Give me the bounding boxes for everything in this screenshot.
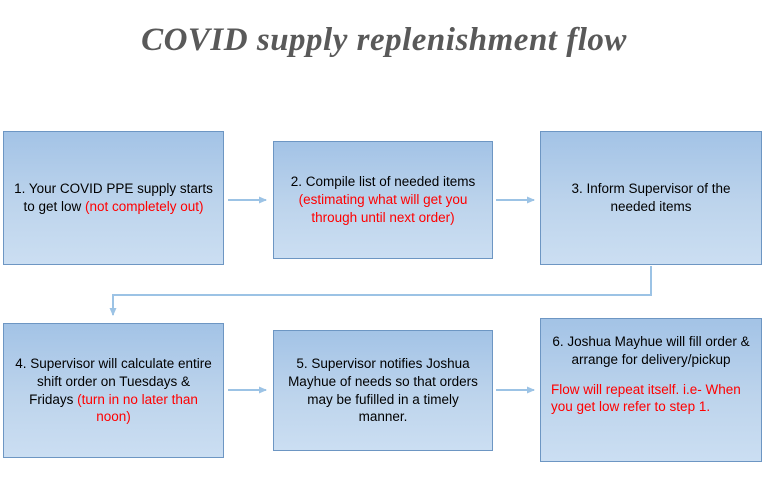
step-6-black-text: 6. Joshua Mayhue will fill order & arran…: [552, 334, 750, 367]
flow-step-4-text: 4. Supervisor will calculate entire shif…: [14, 355, 213, 426]
flow-step-3-text: 3. Inform Supervisor of the needed items: [551, 180, 751, 216]
step-6-red-note: Flow will repeat itself. i.e- When you g…: [551, 381, 741, 415]
connector-step3-step4-elbow-arrow: [109, 266, 652, 316]
flow-step-4-box: 4. Supervisor will calculate entire shif…: [3, 323, 224, 458]
flow-step-5-text: 5. Supervisor notifies Joshua Mayhue of …: [284, 355, 482, 426]
flow-step-5-box: 5. Supervisor notifies Joshua Mayhue of …: [273, 330, 493, 451]
flow-step-1-text: 1. Your COVID PPE supply starts to get l…: [14, 180, 213, 216]
step-2-black-text: 2. Compile list of needed items: [290, 174, 476, 190]
flow-step-2-text: 2. Compile list of needed items (estimat…: [284, 173, 482, 226]
step-4-red-text: (turn in no later than noon): [77, 391, 198, 425]
step-5-black-text: 5. Supervisor notifies Joshua Mayhue of …: [288, 355, 478, 425]
flow-step-6-box: 6. Joshua Mayhue will fill order & arran…: [540, 318, 762, 462]
page-title: COVID supply replenishment flow: [141, 22, 627, 58]
step-3-black-text: 3. Inform Supervisor of the needed items: [571, 181, 731, 214]
step-1-red-text: (not completely out): [84, 199, 204, 214]
flow-step-3-box: 3. Inform Supervisor of the needed items: [540, 131, 762, 265]
flow-step-1-box: 1. Your COVID PPE supply starts to get l…: [3, 131, 224, 265]
step-4-black-text: 4. Supervisor will calculate entire shif…: [15, 355, 212, 407]
flow-step-2-box: 2. Compile list of needed items (estimat…: [273, 141, 493, 259]
step-1-black-text: 1. Your COVID PPE supply starts to get l…: [14, 181, 213, 214]
step-2-red-text: (estimating what will get you through un…: [298, 192, 468, 225]
flow-step-6-text: 6. Joshua Mayhue will fill order & arran…: [551, 333, 751, 369]
